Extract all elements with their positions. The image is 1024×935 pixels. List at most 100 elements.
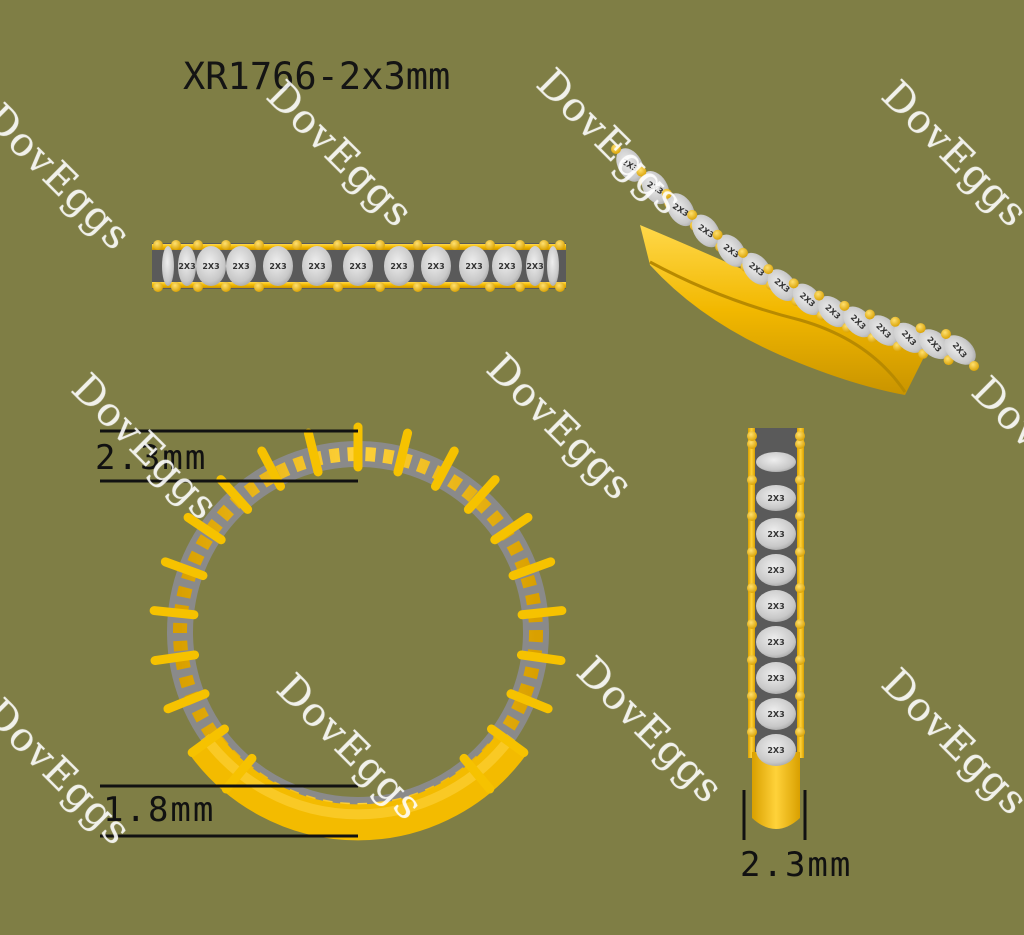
stone — [691, 214, 721, 248]
stone — [263, 246, 293, 286]
prong — [890, 316, 901, 327]
stone — [792, 283, 823, 316]
stone-label: 2X3 — [767, 674, 784, 683]
stone-label: 2X3 — [767, 566, 784, 575]
stone — [756, 518, 796, 550]
stone — [717, 234, 746, 267]
stone — [756, 734, 796, 766]
prong — [795, 511, 805, 521]
stone-label: 2X3 — [767, 530, 784, 539]
prong — [747, 475, 757, 485]
prong — [687, 209, 698, 220]
prong — [555, 282, 565, 292]
stone-label: 2X3 — [349, 262, 366, 271]
stone-label: 2X3 — [178, 262, 195, 271]
prong — [636, 166, 647, 177]
prong — [254, 240, 264, 250]
prong-bar — [463, 475, 500, 514]
prong-bar — [430, 446, 459, 491]
prong — [747, 547, 757, 557]
stone-label: 2X3 — [427, 262, 444, 271]
prong — [839, 300, 850, 311]
prong — [611, 144, 621, 154]
stone — [944, 335, 976, 365]
prong — [153, 240, 163, 250]
prong-bar — [221, 753, 257, 794]
stone — [756, 626, 796, 658]
prong — [485, 282, 495, 292]
prong — [737, 247, 748, 258]
prong — [747, 431, 757, 441]
stone — [162, 246, 174, 286]
prong — [763, 264, 774, 275]
stone — [742, 252, 772, 285]
prong — [747, 691, 757, 701]
prong — [413, 240, 423, 250]
prong-bar — [150, 650, 200, 666]
prong — [814, 290, 825, 301]
bottom-width-dimension: 1.8mm — [103, 790, 216, 830]
prong-bar — [486, 724, 529, 757]
prong — [539, 282, 549, 292]
stone-label: 2X3 — [767, 494, 784, 503]
prong — [193, 282, 203, 292]
prong — [450, 240, 460, 250]
prong-bar — [303, 428, 323, 477]
prong — [795, 619, 805, 629]
prong — [747, 619, 757, 629]
prong — [788, 278, 799, 289]
stone-label: 2X3 — [390, 262, 407, 271]
prong — [795, 547, 805, 557]
prong — [747, 511, 757, 521]
prong-bar — [490, 512, 533, 545]
stone — [421, 246, 451, 286]
prong — [747, 583, 757, 593]
prong — [915, 323, 926, 334]
prong — [661, 188, 672, 199]
stone-label: 2X3 — [498, 262, 515, 271]
prong — [193, 240, 203, 250]
prong — [333, 240, 343, 250]
prong — [969, 361, 979, 371]
stone — [756, 662, 796, 694]
stone-label: 2X3 — [465, 262, 482, 271]
stone — [178, 246, 196, 286]
stone-label: 2X3 — [767, 602, 784, 611]
side-width-dimension: 2.3mm — [740, 845, 853, 885]
prong-bar — [517, 606, 567, 620]
prong — [864, 309, 875, 320]
top-width-dimension: 2.3mm — [95, 438, 208, 478]
prong — [254, 282, 264, 292]
prong — [795, 655, 805, 665]
prong — [941, 329, 951, 339]
prong-bar — [216, 475, 253, 514]
stone-label: 2X3 — [232, 262, 249, 271]
stone — [756, 452, 796, 472]
prong — [171, 282, 181, 292]
prong-bar — [506, 689, 553, 714]
stone — [666, 193, 695, 227]
front-view-ring — [149, 422, 567, 841]
prong — [153, 282, 163, 292]
prong — [712, 229, 723, 240]
prong — [539, 240, 549, 250]
prong — [485, 240, 495, 250]
prong — [292, 282, 302, 292]
prong — [375, 240, 385, 250]
stone — [756, 698, 796, 730]
prong-bar — [163, 689, 210, 714]
prong — [171, 240, 181, 250]
prong — [333, 282, 343, 292]
stone — [459, 246, 489, 286]
prong — [221, 240, 231, 250]
prong-bar — [160, 557, 208, 581]
product-title: XR1766-2x3mm — [183, 55, 451, 98]
prong — [515, 282, 525, 292]
stone — [492, 246, 522, 286]
prong — [747, 655, 757, 665]
prong — [375, 282, 385, 292]
